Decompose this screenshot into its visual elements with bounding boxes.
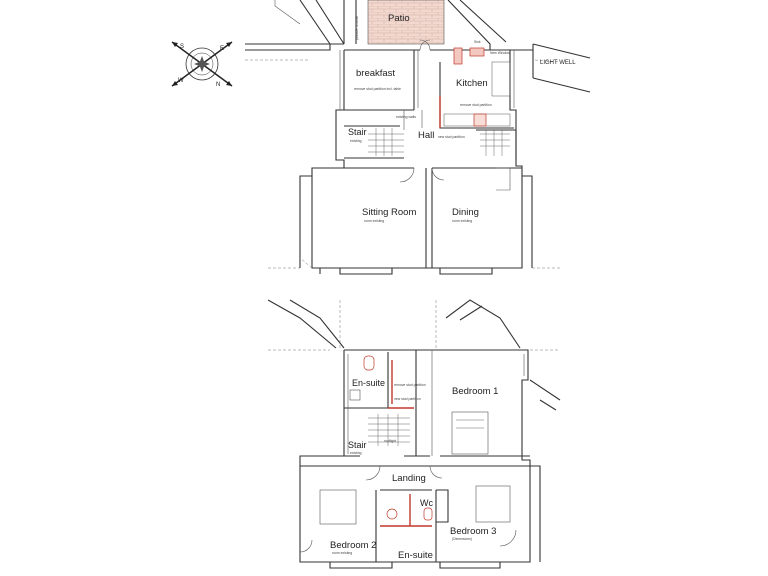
breakfast-label: breakfast xyxy=(356,68,395,79)
remove-partition-note: remove stud partition xyxy=(394,383,426,387)
light-well-label: LIGHT WELL xyxy=(540,60,576,66)
compass-n-label: N xyxy=(216,82,220,88)
kitchen-label: Kitchen xyxy=(456,78,488,89)
hall-label: Hall xyxy=(418,130,434,141)
new-partition-note: new stud partition xyxy=(394,397,421,401)
bedroom1-label: Bedroom 1 xyxy=(452,386,498,397)
ensuite1-toilet xyxy=(363,355,375,371)
first-stair-label: Stair xyxy=(348,440,367,450)
dining-label: Dining xyxy=(452,207,479,218)
dining-note: room existing xyxy=(452,219,472,223)
ensuite1-basin xyxy=(349,389,361,401)
patio-area xyxy=(367,0,445,45)
ground-floor-plan: Patio plumber & boiler New Window Sink L… xyxy=(245,0,591,275)
first-floor-plan: En-suite remove stud partition new stud … xyxy=(267,299,561,569)
sink-note: Sink xyxy=(474,40,481,44)
existing-walls-note: existing walls xyxy=(396,115,416,119)
bedroom1-bed xyxy=(451,411,489,455)
bedroom3-bed xyxy=(475,485,511,523)
ground-stair-label: Stair xyxy=(348,127,367,137)
ground-stair-note: existing xyxy=(350,139,362,143)
ensuite2-label: En-suite xyxy=(398,550,433,561)
kitchen-note: remove stud partition xyxy=(460,103,492,107)
compass-w-label: W xyxy=(178,78,184,84)
compass-e-label: E xyxy=(220,46,224,52)
bedroom2-note: room existing xyxy=(332,551,352,555)
patio-label: Patio xyxy=(388,13,410,24)
breakfast-note: remove stud partition incl. table xyxy=(354,87,401,91)
bedroom2-bed xyxy=(319,489,357,525)
wc-toilet xyxy=(423,507,433,521)
rooflight-note: rooflight xyxy=(384,439,396,443)
bedroom3-note: (Dimensions) xyxy=(452,537,472,541)
new-window-note: New Window xyxy=(490,51,510,55)
hall-partition-note: new stud partition xyxy=(438,135,465,139)
first-stair-note: existing xyxy=(350,451,362,455)
bedroom2-label: Bedroom 2 xyxy=(330,540,376,551)
sitting-room-label: Sitting Room xyxy=(362,207,416,218)
compass-s-label: S xyxy=(180,44,184,50)
ensuite2-basin xyxy=(386,508,398,520)
bedroom3-label: Bedroom 3 xyxy=(450,526,496,537)
wc-label: Wc xyxy=(420,498,433,508)
plumber-boiler-note: plumber & boiler xyxy=(355,14,359,40)
sitting-room-note: room existing xyxy=(364,219,384,223)
ensuite1-label: En-suite xyxy=(352,378,385,388)
compass-rose: S E W N xyxy=(171,41,233,88)
landing-label: Landing xyxy=(392,473,426,484)
